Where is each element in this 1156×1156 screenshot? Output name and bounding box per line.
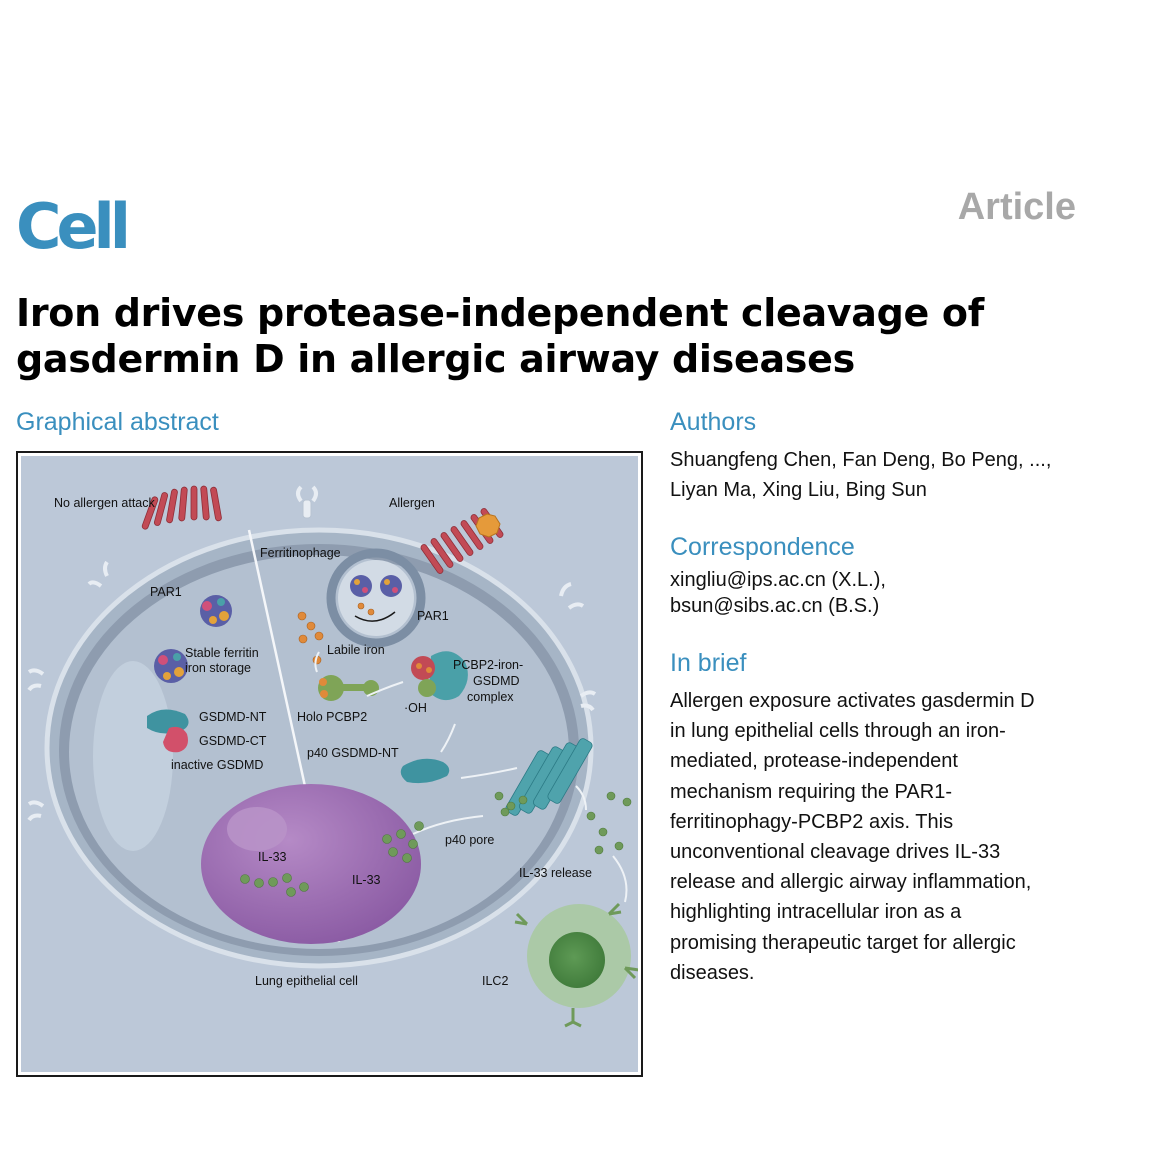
il33-right-label: IL-33 [352, 873, 381, 887]
pcbp2-complex-label: PCBP2-iron- [453, 658, 523, 672]
labile-iron-label: Labile iron [327, 643, 385, 657]
in-brief-line: mediated, protease-independent [670, 750, 958, 773]
correspondence-email[interactable]: bsun@sibs.ac.cn (B.S.) [670, 595, 880, 617]
graphical-abstract-heading: Graphical abstract [16, 408, 219, 436]
il33-dots [240, 791, 632, 897]
graphical-abstract-figure: No allergen attack Allergen Ferritinopha… [16, 451, 643, 1077]
in-brief-line: ferritinophagy-PCBP2 axis. This [670, 810, 954, 833]
surface-receptors [27, 485, 597, 822]
par1-left-label: PAR1 [150, 585, 182, 599]
pcbp2-complex-label: complex [467, 690, 514, 704]
il33-left-label: IL-33 [258, 850, 287, 864]
article-type-label: Article [957, 186, 1076, 228]
pathway-arrows [314, 651, 628, 903]
in-brief-line: Allergen exposure activates gasdermin D [670, 690, 1035, 712]
ilc2-receptors [514, 902, 638, 1028]
in-brief-line: in lung epithelial cells through an iron… [670, 720, 1006, 743]
ferritinophage-label: Ferritinophage [260, 546, 341, 560]
ferritin-cluster [154, 649, 188, 683]
p40-pore [505, 738, 593, 816]
ilc2-nucleus [549, 932, 605, 988]
stable-ferritin-label: iron storage [185, 661, 251, 675]
par1-right-label: PAR1 [417, 609, 449, 623]
lung-epithelial-label: Lung epithelial cell [255, 974, 358, 988]
in-brief-heading: In brief [670, 649, 747, 677]
ilc2-label: ILC2 [482, 974, 508, 988]
p40-gsdmd-nt [400, 758, 450, 784]
ferritin-cluster [350, 575, 402, 597]
p40-gsdmd-nt-label: p40 GSDMD-NT [307, 746, 399, 760]
pcbp2-iron-gsdmd-complex [411, 651, 468, 701]
authors-heading: Authors [670, 408, 757, 436]
in-brief-line: unconventional cleavage drives IL-33 [670, 841, 1001, 864]
in-brief-text: Allergen exposure activates gasdermin D … [670, 686, 1090, 988]
ferritinophage-arrow [354, 611, 396, 622]
in-brief-line: promising therapeutic target for allergi… [670, 931, 1016, 954]
correspondence-heading: Correspondence [670, 533, 855, 561]
author-line: Shuangfeng Chen, Fan Deng, Bo Peng, ..., [670, 449, 1052, 471]
journal-logo: Cell [16, 190, 131, 263]
in-brief-line: mechanism requiring the PAR1- [670, 780, 952, 803]
pcbp2-complex-label: GSDMD [473, 674, 520, 688]
allergen-particle [475, 513, 501, 538]
hydroxyl-label: ·OH [404, 701, 427, 715]
ferritinophage-vesicle [326, 548, 426, 648]
holo-pcbp2-label: Holo PCBP2 [297, 710, 367, 724]
allergen-label: Allergen [389, 496, 435, 510]
graphical-abstract-illustration: No allergen attack Allergen Ferritinopha… [21, 456, 638, 1072]
stable-ferritin-label: Stable ferritin [185, 646, 259, 660]
no-allergen-label: No allergen attack [54, 496, 156, 510]
in-brief-line: highlighting intracellular iron as a [670, 901, 962, 924]
title-line: Iron drives protease-independent cleavag… [16, 291, 984, 335]
vesicle-highlight [93, 661, 173, 851]
p40-pore-label: p40 pore [445, 833, 494, 847]
nucleolus [227, 807, 287, 851]
in-brief-line: release and allergic airway inflammation… [670, 871, 1032, 894]
ferritinophage-lumen [338, 560, 414, 636]
par1-receptor-left [141, 485, 222, 530]
correspondence-email[interactable]: xingliu@ips.ac.cn (X.L.), [670, 569, 886, 591]
author-list: Shuangfeng Chen, Fan Deng, Bo Peng, ...,… [670, 445, 1051, 505]
in-brief-line: diseases. [670, 961, 755, 984]
gsdmd-ct-label: GSDMD-CT [199, 734, 267, 748]
inactive-gsdmd [147, 709, 189, 753]
article-title: Iron drives protease-independent cleavag… [16, 290, 1016, 382]
inactive-gsdmd-label: inactive GSDMD [171, 758, 263, 772]
correspondence-list: xingliu@ips.ac.cn (X.L.), bsun@sibs.ac.c… [670, 567, 886, 619]
nucleus [201, 784, 421, 944]
il33-release-label: IL-33 release [519, 866, 592, 880]
gsdmd-nt-label: GSDMD-NT [199, 710, 267, 724]
author-line: Liyan Ma, Xing Liu, Bing Sun [670, 479, 927, 501]
title-line: gasdermin D in allergic airway diseases [16, 337, 855, 381]
ferritin-cluster [200, 595, 232, 627]
